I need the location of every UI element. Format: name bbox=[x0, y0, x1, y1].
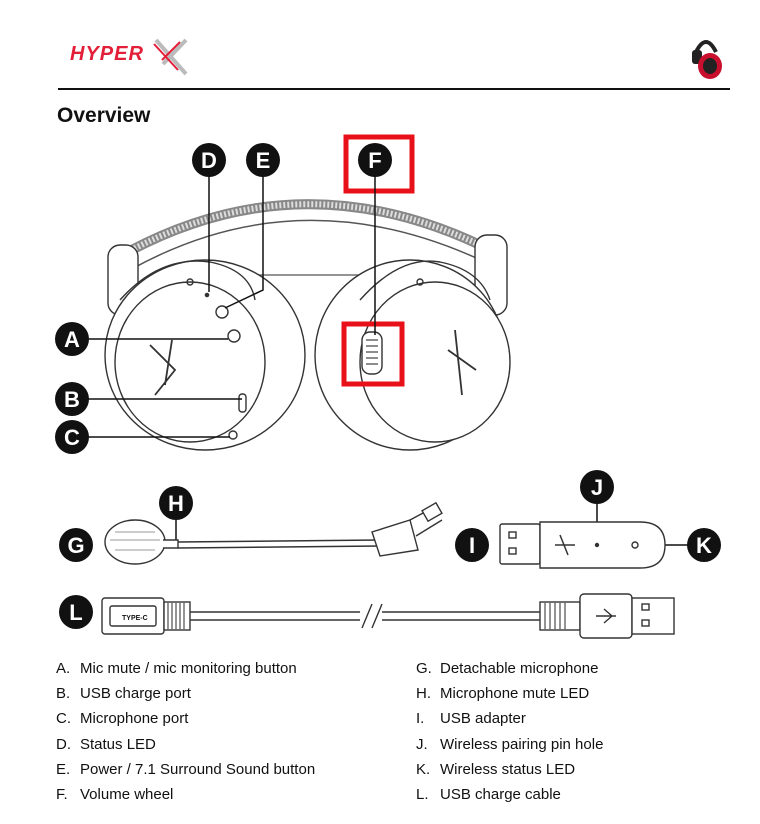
headset-thumbnail bbox=[692, 40, 722, 79]
callout-e: E bbox=[246, 143, 280, 177]
callout-j: J bbox=[580, 470, 614, 504]
legend-text: Power / 7.1 Surround Sound button bbox=[80, 760, 316, 778]
legend-letter: D. bbox=[56, 735, 71, 753]
highlight-box-f bbox=[343, 134, 415, 194]
legend-item-b: B. USB charge port bbox=[56, 681, 315, 706]
callout-a-letter: A bbox=[64, 327, 80, 352]
callout-d-letter: D bbox=[201, 148, 217, 173]
legend-letter: I. bbox=[416, 710, 425, 728]
legend-item-l: L. USB charge cable bbox=[416, 782, 603, 807]
callout-h: H bbox=[159, 486, 193, 520]
callout-d: D bbox=[192, 143, 226, 177]
legend-letter: B. bbox=[56, 685, 71, 703]
legend-item-f: F. Volume wheel bbox=[56, 782, 315, 807]
callout-l-letter: L bbox=[69, 600, 82, 625]
legend-letter: K. bbox=[416, 760, 431, 778]
legend-item-k: K. Wireless status LED bbox=[416, 757, 603, 782]
legend-item-h: H. Microphone mute LED bbox=[416, 681, 603, 706]
callout-j-letter: J bbox=[591, 475, 603, 500]
callout-k-letter: K bbox=[696, 533, 712, 558]
legend-letter: C. bbox=[56, 710, 71, 728]
legend-text: USB charge cable bbox=[440, 786, 561, 804]
left-earcup bbox=[104, 244, 306, 451]
callout-h-letter: H bbox=[168, 491, 184, 516]
legend-item-e: E. Power / 7.1 Surround Sound button bbox=[56, 757, 315, 782]
callout-i-letter: I bbox=[469, 533, 475, 558]
legend-item-d: D. Status LED bbox=[56, 732, 315, 757]
detachable-microphone bbox=[104, 501, 443, 565]
svg-text:HYPER: HYPER bbox=[70, 43, 144, 65]
legend-text: Detachable microphone bbox=[440, 660, 599, 677]
callout-f: F bbox=[358, 143, 392, 177]
legend-text: Wireless status LED bbox=[440, 760, 576, 778]
legend-text: Volume wheel bbox=[80, 786, 174, 804]
legend-letter: H. bbox=[416, 685, 431, 703]
callout-e-letter: E bbox=[256, 148, 271, 173]
type-c-label: TYPE-C bbox=[122, 615, 148, 622]
legend-text: USB adapter bbox=[440, 710, 526, 728]
headband bbox=[107, 199, 503, 276]
legend-left: A. Mic mute / mic monitoring button B. USB… bbox=[56, 656, 315, 807]
legend-text: USB charge port bbox=[80, 685, 191, 703]
callout-c-letter: C bbox=[64, 425, 80, 450]
legend-letter: G. bbox=[416, 660, 432, 677]
legend-letter: J. bbox=[416, 735, 428, 753]
callout-c: C bbox=[55, 420, 89, 454]
usb-adapter bbox=[499, 521, 666, 569]
callout-i: I bbox=[455, 528, 489, 562]
legend-letter: A. bbox=[56, 660, 71, 677]
callout-l: L bbox=[59, 595, 93, 629]
legend-text: Wireless pairing pin hole bbox=[440, 735, 604, 753]
legend-item-a: A. Mic mute / mic monitoring button bbox=[56, 656, 315, 681]
page-title: Overview bbox=[57, 104, 151, 127]
legend-text: Mic mute / mic monitoring button bbox=[80, 660, 297, 677]
callout-b: B bbox=[55, 382, 89, 416]
callout-g: G bbox=[59, 528, 93, 562]
legend-right: G. Detachable microphone H. Microphone mut… bbox=[416, 656, 603, 807]
legend-letter: E. bbox=[56, 760, 71, 778]
highlight-box-volume-wheel bbox=[341, 321, 405, 387]
callout-b-letter: B bbox=[64, 387, 80, 412]
legend-letter: L. bbox=[416, 786, 429, 804]
legend-item-g: G. Detachable microphone bbox=[416, 656, 603, 681]
legend-item-c: C. Microphone port bbox=[56, 706, 315, 731]
legend-item-i: I. USB adapter bbox=[416, 706, 603, 731]
callout-a: A bbox=[55, 322, 89, 356]
legend-text: Microphone port bbox=[80, 710, 189, 728]
callout-f-letter: F bbox=[368, 148, 381, 173]
legend-letter: F. bbox=[56, 786, 68, 804]
hyperx-logo: HYPER bbox=[70, 38, 188, 76]
usb-charge-cable bbox=[101, 593, 675, 639]
page-header: HYPER bbox=[58, 22, 730, 90]
legend-text: Status LED bbox=[80, 735, 156, 753]
legend-text: Microphone mute LED bbox=[440, 685, 590, 703]
callout-g-letter: G bbox=[67, 533, 84, 558]
legend-item-j: J. Wireless pairing pin hole bbox=[416, 732, 603, 757]
callout-k: K bbox=[687, 528, 721, 562]
